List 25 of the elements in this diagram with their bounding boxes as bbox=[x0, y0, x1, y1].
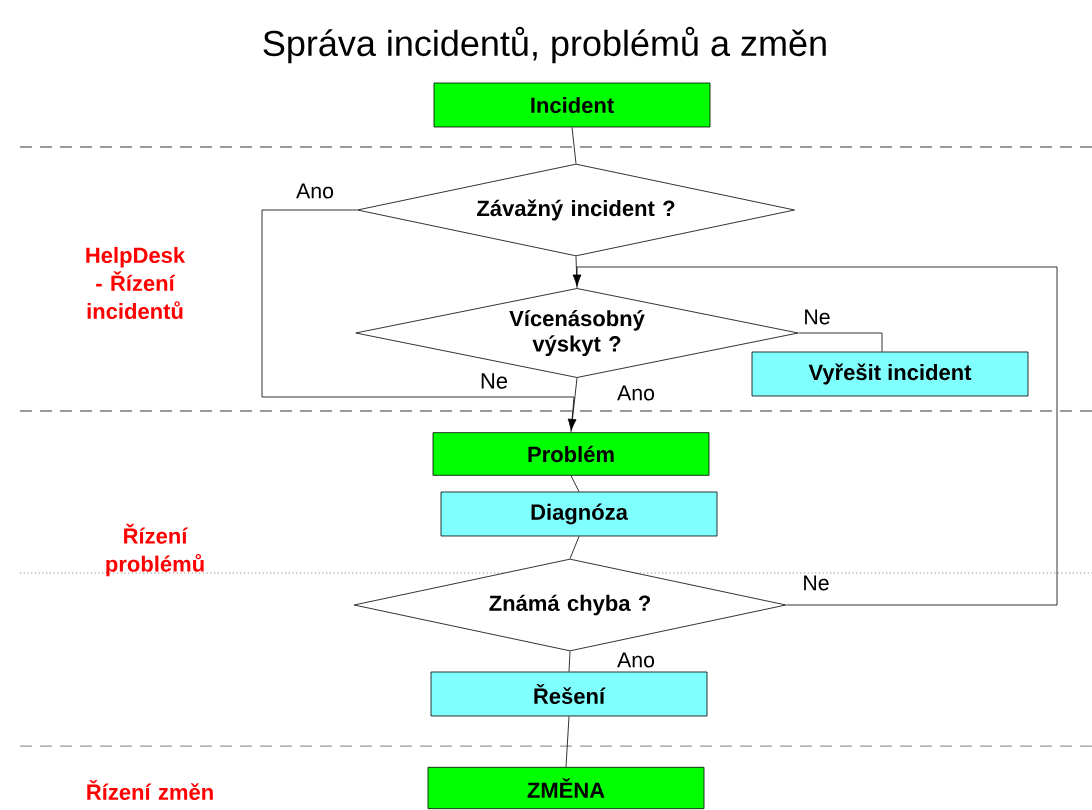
connector bbox=[572, 266, 1058, 606]
process-box: Vyřešit incident bbox=[751, 351, 1029, 397]
section-label: Řízení problémů bbox=[106, 523, 204, 577]
process-box: Diagnóza bbox=[440, 491, 718, 537]
connector bbox=[571, 127, 577, 164]
edge-label: Ne bbox=[802, 308, 832, 326]
connector bbox=[570, 475, 580, 492]
edge-label: Ano bbox=[615, 651, 657, 669]
edge-label: Ano bbox=[294, 182, 336, 200]
title: Správa incidentů, problémů a změn bbox=[263, 26, 826, 64]
process-box: Řešení bbox=[430, 671, 708, 717]
connector bbox=[575, 256, 578, 289]
connector bbox=[569, 536, 580, 559]
connector bbox=[261, 209, 577, 431]
edge-label: Ne bbox=[801, 574, 831, 592]
connector bbox=[570, 377, 578, 433]
connector bbox=[798, 332, 883, 352]
section-label: HelpDesk - Řízení incidentů bbox=[86, 246, 186, 320]
connector bbox=[568, 651, 571, 672]
process-box: Problém bbox=[432, 432, 710, 476]
connector bbox=[565, 716, 570, 768]
process-box: Incident bbox=[433, 82, 711, 128]
process-box: ZMĚNA bbox=[427, 766, 705, 810]
section-label: Řízení změn bbox=[87, 780, 213, 800]
edge-label: Ano bbox=[615, 384, 657, 402]
